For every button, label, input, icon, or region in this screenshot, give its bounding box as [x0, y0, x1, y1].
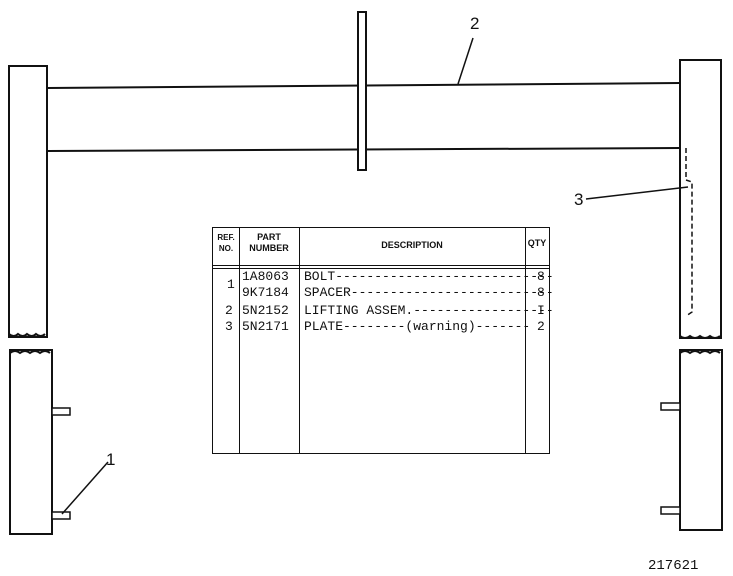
- bolt-left-lower: [51, 511, 71, 520]
- ref-cell: 1: [227, 277, 235, 292]
- desc-cell: PLATE--------(warning)-------: [304, 319, 531, 334]
- header-qty: QTY: [527, 238, 547, 248]
- desc-cell: SPACER--------------------------: [304, 285, 554, 300]
- qty-cell: 2: [537, 319, 545, 334]
- parts-list-table: REF. NO. PART NUMBER DESCRIPTION QTY 1 1…: [212, 227, 554, 454]
- qty-cell: 8: [537, 269, 545, 284]
- bolt-right-lower: [660, 506, 681, 515]
- part-cell: 1A8063: [242, 269, 289, 284]
- bolt-left-upper: [51, 407, 71, 416]
- part-cell: 9K7184: [242, 285, 289, 300]
- leader-line-2: [457, 37, 474, 85]
- header-part-number: PART NUMBER: [249, 232, 289, 253]
- qty-cell: 8: [537, 285, 545, 300]
- bolt-right-upper: [660, 402, 681, 411]
- part-cell: 5N2171: [242, 319, 289, 334]
- leader-line-1: [61, 461, 109, 515]
- figure-number: 217621: [648, 558, 699, 574]
- callout-2: 2: [470, 14, 480, 33]
- left-upper-leg: [8, 65, 48, 338]
- part-cell: 5N2152: [242, 303, 289, 318]
- header-description: DESCRIPTION: [381, 240, 443, 250]
- callout-1: 1: [106, 450, 116, 469]
- desc-cell: LIFTING ASSEM.------------------: [304, 303, 554, 318]
- qty-cell: I: [537, 303, 545, 318]
- callout-3: 3: [574, 190, 584, 209]
- desc-cell: BOLT----------------------------: [304, 269, 554, 284]
- ref-cell: 3: [225, 319, 233, 334]
- ref-cell: 2: [225, 303, 233, 318]
- header-ref-no: REF. NO.: [217, 233, 235, 253]
- right-upper-leg: [679, 59, 722, 339]
- warning-plate-dashed: [685, 148, 693, 317]
- left-lower-leg: [9, 349, 53, 535]
- right-lower-leg: [679, 349, 723, 531]
- center-lug-plate: [357, 11, 367, 171]
- leader-line-3: [585, 186, 689, 200]
